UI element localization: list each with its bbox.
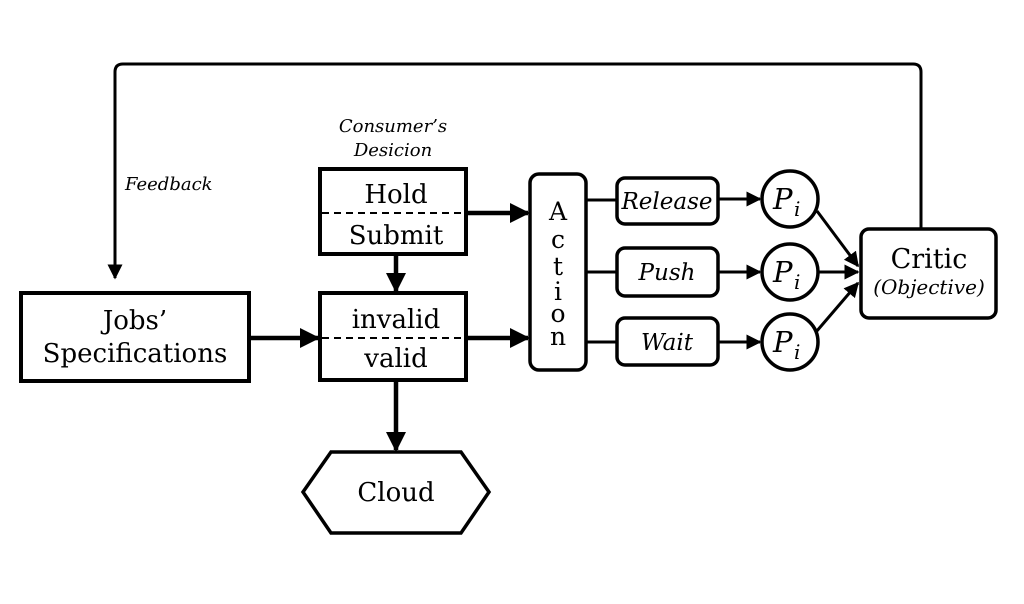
submit-label: Submit xyxy=(349,221,444,251)
push-label: Push xyxy=(638,260,696,286)
p-sub-1: i xyxy=(794,197,800,221)
hold-submit-box: Hold Submit xyxy=(318,167,468,256)
p-circle-1 xyxy=(760,169,820,229)
hold-label: Hold xyxy=(364,180,427,210)
critic-label: Critic xyxy=(891,244,968,275)
feedback-loop-line xyxy=(107,62,923,280)
p-main-2: P xyxy=(772,255,793,289)
action-letter-n: n xyxy=(550,322,566,351)
p-circle-3 xyxy=(760,312,820,372)
p-circle-wait: P i xyxy=(760,312,820,372)
action-letter-a: A xyxy=(548,197,568,226)
p-main-1: P xyxy=(772,182,793,216)
jobs-label-line2: Specifications xyxy=(43,339,228,369)
release-label: Release xyxy=(620,189,712,215)
arrow-p1-to-critic xyxy=(815,210,860,268)
action-letter-c: c xyxy=(551,225,565,254)
validity-box: invalid valid xyxy=(318,291,468,382)
cloud-node: Cloud xyxy=(300,450,492,535)
wait-box: Wait xyxy=(615,316,720,367)
action-letter-i: i xyxy=(554,277,562,306)
cloud-label: Cloud xyxy=(357,478,434,508)
p-sub-2: i xyxy=(794,270,800,294)
action-box: A c t i o n xyxy=(528,172,588,372)
p-circle-release: P i xyxy=(760,169,820,229)
consumer-label-line1: Consumer’s xyxy=(339,116,447,137)
critic-box: Critic (Objective) xyxy=(859,227,998,320)
consumer-label-line2: Desicion xyxy=(353,140,432,161)
jobs-rect xyxy=(19,291,251,383)
wait-label: Wait xyxy=(641,330,694,356)
cloud-hexagon xyxy=(300,450,492,535)
release-box: Release xyxy=(615,176,720,226)
feedback-label: Feedback xyxy=(124,174,213,195)
action-letter-t: t xyxy=(553,252,563,281)
p-circle-push: P i xyxy=(760,242,820,302)
objective-label: (Objective) xyxy=(873,275,985,299)
action-letter-o: o xyxy=(550,299,565,328)
critic-rect xyxy=(859,227,998,320)
push-box: Push xyxy=(615,246,720,298)
valid-label: valid xyxy=(363,344,427,374)
jobs-label-line1: Jobs’ xyxy=(100,306,167,336)
p-sub-3: i xyxy=(794,340,800,364)
invalid-label: invalid xyxy=(352,305,441,335)
p-main-3: P xyxy=(772,325,793,359)
jobs-specifications-box: Jobs’ Specifications xyxy=(19,291,251,383)
arrow-p3-to-critic xyxy=(814,281,860,333)
